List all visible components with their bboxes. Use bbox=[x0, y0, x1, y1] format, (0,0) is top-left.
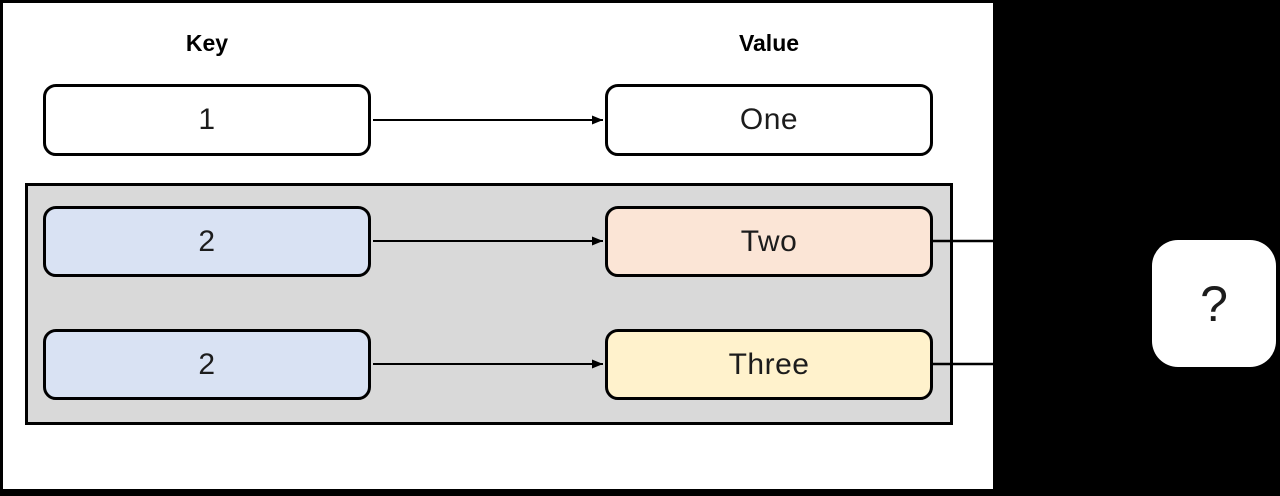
value-column-header: Value bbox=[738, 29, 800, 56]
key-box-1: 1 bbox=[43, 84, 371, 156]
key-box-2-second: 2 bbox=[43, 329, 371, 400]
value-box-one: One bbox=[605, 84, 933, 156]
value-box-three: Three bbox=[605, 329, 933, 400]
unknown-result-box: ? bbox=[1152, 240, 1276, 367]
value-box-two: Two bbox=[605, 206, 933, 277]
key-column-header: Key bbox=[185, 29, 229, 56]
key-box-2-first: 2 bbox=[43, 206, 371, 277]
